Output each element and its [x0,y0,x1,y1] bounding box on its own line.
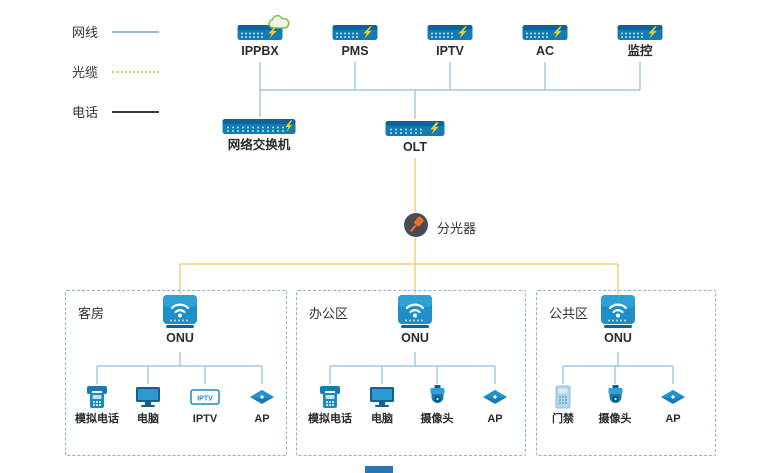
device-label: 电脑 [371,413,393,425]
zone-name-public-area: 公共区 [549,306,589,321]
ap-icon [249,384,275,410]
server-icon [332,24,378,41]
ap-icon [660,384,686,410]
phone-icon [86,384,108,410]
ap-icon [482,384,508,410]
node-label-ippbx: IPPBX [241,44,279,58]
node-label-ac: AC [535,44,555,58]
fiber-cable-line-sample [112,70,160,73]
device-label: AP [665,413,681,425]
node-label-iptv-server: IPTV [436,44,464,58]
device-ap: AP [249,384,275,425]
device-label: 模拟电话 [75,413,119,425]
switch-icon [222,118,296,135]
phone-icon [319,384,341,410]
stb-icon-text: IPTV [197,396,213,403]
device-computer: 电脑 [369,384,395,425]
node-onu-guest-room: ONU [162,294,198,346]
device-analog-phone: 模拟电话 [308,384,352,425]
computer-icon [369,384,395,410]
camera-icon [427,384,447,410]
legend-label-network-cable: 网线 [72,25,99,40]
zone-public-area: 公共区 [536,290,716,456]
node-label-onu: ONU [401,331,429,345]
node-label-olt: OLT [402,140,428,154]
node-label-splitter: 分光器 [437,221,477,236]
computer-icon [135,384,161,410]
device-access-control: 门禁 [552,384,574,425]
stb-icon: IPTV [190,384,220,410]
server-icon [427,24,473,41]
device-ap: AP [482,384,508,425]
node-label-monitoring: 监控 [627,44,653,58]
node-onu-public-area: ONU [600,294,636,346]
node-label-onu: ONU [166,331,194,345]
device-label: 门禁 [552,413,574,425]
device-label: 摄像头 [420,413,454,425]
device-label: 电脑 [137,413,159,425]
bottom-blue-bar [365,466,393,473]
access-control-icon [555,384,571,410]
legend: 网线 光缆 电话 [72,22,160,121]
zone-name-office-area: 办公区 [309,306,349,321]
device-label: 模拟电话 [308,413,352,425]
onu-icon [397,294,433,328]
onu-icon [162,294,198,328]
legend-label-phone-line: 电话 [72,105,99,120]
node-label-pms: PMS [341,44,369,58]
server-icon [237,14,290,41]
node-splitter: 分光器 [403,212,476,243]
node-iptv-server: IPTV [427,24,473,59]
zone-name-guest-room: 客房 [78,306,105,321]
onu-icon [600,294,636,328]
node-pms: PMS [332,24,378,59]
device-camera: 摄像头 [599,384,632,425]
device-computer: 电脑 [135,384,161,425]
server-icon [522,24,568,41]
node-ac: AC [522,24,568,59]
olt-icon [385,120,445,137]
node-olt: OLT [385,120,445,155]
camera-icon [605,384,625,410]
device-label: 摄像头 [598,413,632,425]
device-ap: AP [660,384,686,425]
node-label-switch: 网络交换机 [227,138,291,152]
node-switch: 网络交换机 [222,118,296,153]
phone-line-sample [112,110,160,113]
server-icon [617,24,663,41]
network-cable-line-sample [112,30,160,33]
legend-item-phone-line: 电话 [72,102,160,121]
device-camera: 摄像头 [421,384,454,425]
zone-guest-room: 客房 [65,290,287,456]
node-onu-office-area: ONU [397,294,433,346]
device-label: AP [487,413,503,425]
device-analog-phone: 模拟电话 [75,384,119,425]
cloud-icon [267,14,291,35]
device-label: AP [254,413,270,425]
node-ippbx: IPPBX [237,14,290,59]
device-label: IPTV [192,413,218,425]
splitter-icon [403,212,429,243]
node-label-onu: ONU [604,331,632,345]
legend-item-fiber-cable: 光缆 [72,62,160,81]
node-monitoring: 监控 [617,24,663,59]
zone-office-area: 办公区 [296,290,526,456]
legend-item-network-cable: 网线 [72,22,160,41]
device-iptv-stb: IPTV IPTV [190,384,220,425]
legend-label-fiber-cable: 光缆 [72,65,99,80]
